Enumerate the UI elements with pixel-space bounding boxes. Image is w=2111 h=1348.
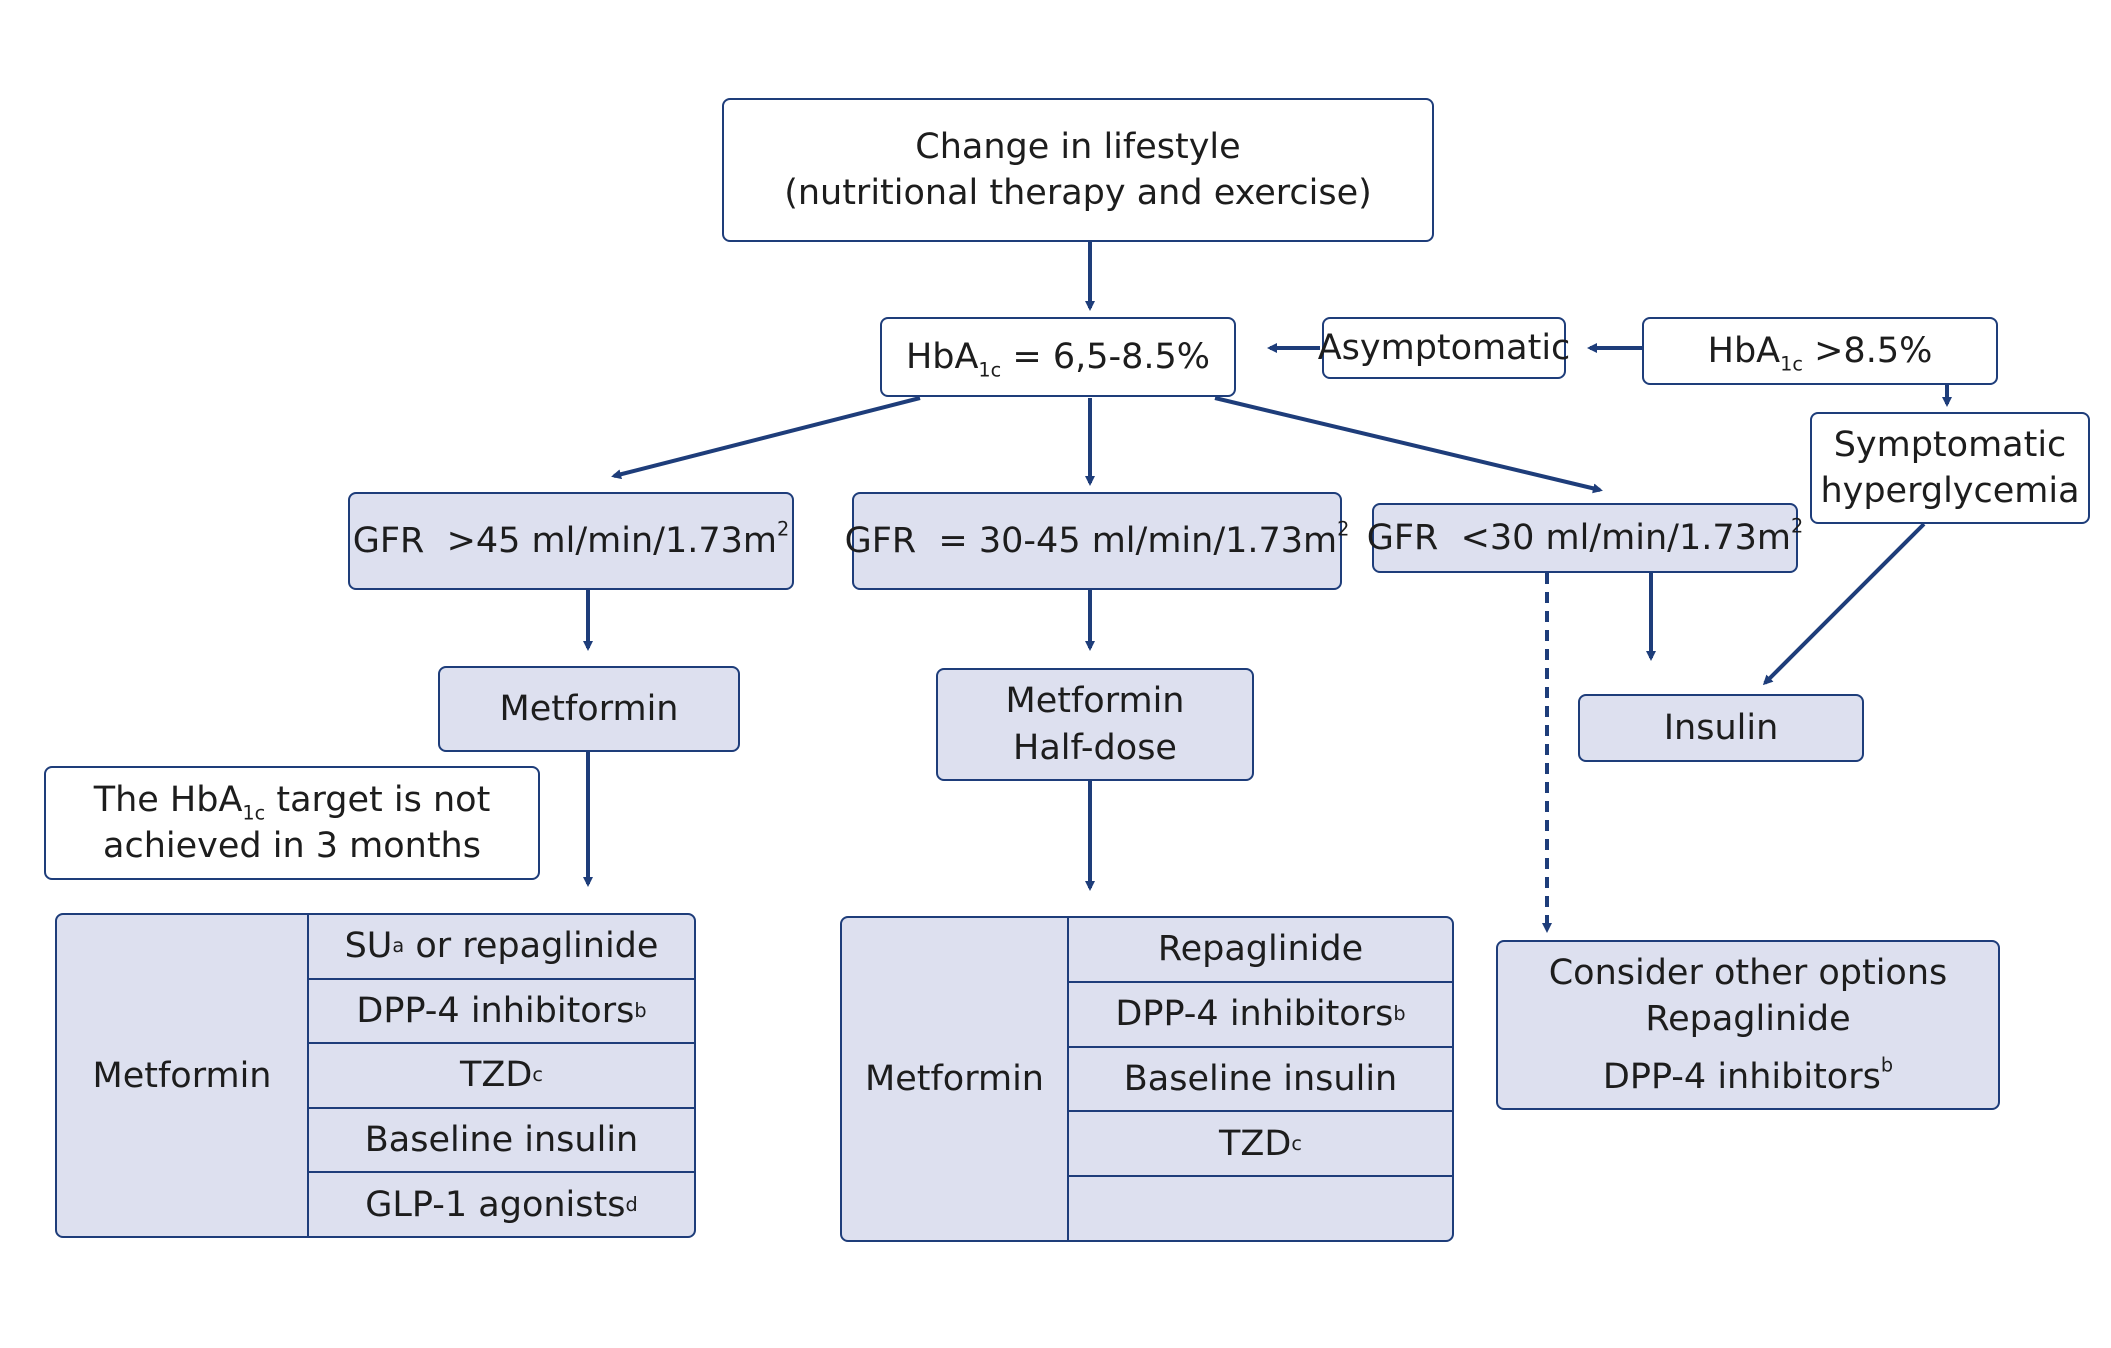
table-mid-row-text: Repaglinide — [1157, 929, 1364, 970]
hba1c-range-subscript: 1c — [978, 358, 1002, 382]
other-options-line3-text: DPP-4 inhibitors — [1602, 1057, 1881, 1098]
gfr-high-box: GFR >45 ml/min/1.73m2 — [348, 492, 794, 590]
gfr-mid-label: GFR = 30-45 ml/min/1.73m2 — [845, 518, 1350, 564]
target-note-line2: achieved in 3 months — [103, 826, 481, 866]
metformin-box: Metformin — [438, 666, 740, 752]
gfr-mid-text: GFR = 30-45 ml/min/1.73m — [844, 520, 1338, 561]
table-left-lead: Metformin — [57, 915, 309, 1236]
target-note-line1: The HbA1c target is not — [94, 777, 491, 823]
asymptomatic-label: Asymptomatic — [1317, 327, 1571, 368]
table-left-row-text: GLP-1 agonists — [365, 1184, 626, 1225]
lifestyle-line2: (nutritional therapy and exercise) — [784, 173, 1372, 213]
metformin-half-line2: Half-dose — [1013, 727, 1177, 768]
table-left-row-text: TZD — [460, 1055, 533, 1096]
lifestyle-line1: Change in lifestyle — [915, 126, 1241, 167]
arrow-hba1c-to-gfr-high — [611, 396, 921, 480]
other-options-line2: Repaglinide — [1645, 998, 1851, 1039]
hba1c-high-subscript: 1c — [1780, 352, 1803, 376]
gfr-high-label: GFR >45 ml/min/1.73m2 — [353, 518, 790, 564]
gfr-mid-superscript: 2 — [1337, 517, 1350, 541]
table-mid-row-text: Baseline insulin — [1123, 1058, 1398, 1099]
gfr-low-text: GFR <30 ml/min/1.73m — [1366, 517, 1791, 558]
arrow-hba1c-to-gfr-low — [1214, 396, 1603, 494]
target-note-prefix: The HbA — [93, 779, 243, 820]
table-left-row: Baseline insulin — [309, 1106, 694, 1172]
hba1c-range-value: = 6,5-8.5% — [1001, 336, 1211, 377]
table-mid-lead-label: Metformin — [865, 1059, 1044, 1099]
gfr-low-box: GFR <30 ml/min/1.73m2 — [1367, 503, 1803, 573]
target-note-suffix: target is not — [265, 779, 491, 820]
gfr-high-superscript: 2 — [777, 517, 790, 541]
hba1c-high-value: >8.5% — [1802, 330, 1933, 371]
insulin-label: Insulin — [1663, 707, 1779, 748]
metformin-half-dose-box: Metformin Half-dose — [936, 668, 1254, 781]
table-mid-row: Baseline insulin — [1069, 1045, 1452, 1111]
table-left-row-text: DPP-4 inhibitors — [356, 990, 635, 1031]
other-options-line3: DPP-4 inhibitorsb — [1603, 1054, 1893, 1100]
other-options-line3-sup: b — [1880, 1053, 1894, 1077]
other-options-box: Consider other options Repaglinide DPP-4… — [1496, 940, 2000, 1110]
hba1c-range-prefix: HbA — [905, 336, 979, 377]
gfr-low-superscript: 2 — [1791, 514, 1804, 538]
symptomatic-line1: Symptomatic — [1833, 424, 2067, 465]
table-mid-row-empty — [1069, 1175, 1452, 1240]
table-left-row-after: or repaglinide — [404, 926, 659, 967]
table-left-row-text: Baseline insulin — [364, 1120, 639, 1161]
table-mid-row-text: DPP-4 inhibitors — [1115, 994, 1394, 1035]
gfr-low-label: GFR <30 ml/min/1.73m2 — [1367, 515, 1804, 561]
hba1c-range-box: HbA1c = 6,5-8.5% — [880, 317, 1236, 397]
lifestyle-box: Change in lifestyle (nutritional therapy… — [722, 98, 1434, 242]
table-mid-row: Repaglinide — [1069, 918, 1452, 981]
metformin-label: Metformin — [499, 688, 679, 729]
symptomatic-line2: hyperglycemia — [1820, 471, 2080, 511]
arrow-symptomatic-to-insulin — [1762, 522, 1926, 686]
target-note-subscript: 1c — [242, 801, 266, 825]
other-options-line1: Consider other options — [1548, 952, 1948, 993]
hba1c-range-label: HbA1c = 6,5-8.5% — [906, 334, 1210, 380]
hba1c-high-prefix: HbA — [1707, 330, 1781, 371]
metformin-half-line1: Metformin — [1005, 681, 1185, 722]
table-left-lead-label: Metformin — [92, 1055, 272, 1096]
target-note-box: The HbA1c target is not achieved in 3 mo… — [44, 766, 540, 880]
symptomatic-box: Symptomatic hyperglycemia — [1810, 412, 2090, 524]
hba1c-high-label: HbA1c >8.5% — [1708, 328, 1933, 374]
table-mid-row-text: TZD — [1219, 1123, 1292, 1164]
hba1c-high-box: HbA1c >8.5% — [1642, 317, 1998, 385]
asymptomatic-box: Asymptomatic — [1318, 317, 1570, 379]
table-mid-lead: Metformin — [842, 918, 1069, 1240]
table-left-row-text: SU — [344, 926, 393, 967]
gfr-mid-box: GFR = 30-45 ml/min/1.73m2 — [845, 492, 1349, 590]
gfr-high-text: GFR >45 ml/min/1.73m — [352, 520, 777, 561]
insulin-box: Insulin — [1578, 694, 1864, 762]
